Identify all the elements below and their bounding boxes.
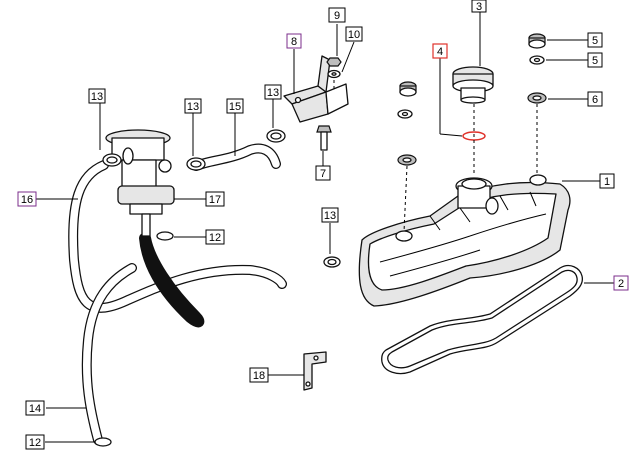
nut-10 bbox=[326, 57, 342, 67]
clamp-13-b bbox=[186, 157, 206, 171]
callout-10: 9 bbox=[328, 7, 346, 23]
clip-12-b bbox=[94, 437, 112, 447]
valve-cover-1 bbox=[358, 174, 571, 307]
hose-15 bbox=[191, 143, 281, 171]
callout-8: 8 bbox=[286, 33, 302, 49]
washer-11 bbox=[327, 69, 341, 79]
callout-3: 3 bbox=[471, 0, 487, 13]
callout-4: 4 bbox=[432, 43, 448, 59]
callout-17: 17 bbox=[205, 191, 225, 207]
clip-12-a bbox=[156, 231, 174, 241]
gasket-2 bbox=[381, 264, 584, 375]
svg-text:14: 14 bbox=[29, 403, 41, 415]
clamp-13-a bbox=[102, 153, 122, 167]
callout-18: 18 bbox=[249, 367, 269, 383]
oil-filler-cap-3 bbox=[452, 66, 494, 104]
washer-left bbox=[397, 109, 413, 119]
callout-13-a: 13 bbox=[88, 88, 106, 104]
svg-text:17: 17 bbox=[209, 194, 221, 206]
nut-7 bbox=[528, 33, 546, 49]
callout-6: 6 bbox=[587, 91, 603, 107]
callout-13-b: 13 bbox=[184, 98, 202, 114]
svg-text:5: 5 bbox=[592, 35, 598, 47]
breather-hose-16 bbox=[68, 160, 287, 313]
callout-15: 15 bbox=[226, 98, 244, 114]
callout-12-b: 12 bbox=[25, 434, 45, 450]
svg-text:5: 5 bbox=[592, 55, 598, 67]
callout-2: 2 bbox=[613, 275, 629, 291]
svg-text:13: 13 bbox=[324, 210, 336, 222]
callout-13-c: 13 bbox=[264, 84, 282, 100]
svg-text:2: 2 bbox=[618, 278, 624, 290]
leader-lines bbox=[36, 12, 614, 443]
callout-14: 14 bbox=[25, 400, 45, 416]
svg-text:13: 13 bbox=[187, 101, 199, 113]
nut-left-top bbox=[399, 81, 417, 97]
svg-text:6: 6 bbox=[592, 94, 598, 106]
oil-separator-17 bbox=[105, 129, 175, 237]
washer-5 bbox=[529, 55, 545, 65]
svg-text:13: 13 bbox=[91, 91, 103, 103]
svg-text:13: 13 bbox=[267, 87, 279, 99]
alignment-line-left bbox=[403, 165, 408, 233]
bolt-9 bbox=[316, 125, 332, 151]
bracket-18 bbox=[303, 351, 327, 391]
callout-16: 16 bbox=[17, 191, 37, 207]
svg-text:8: 8 bbox=[291, 36, 297, 48]
grommet-6 bbox=[527, 92, 547, 104]
grommet-left bbox=[397, 154, 417, 166]
breather-hose-14 bbox=[81, 233, 205, 445]
svg-text:15: 15 bbox=[229, 101, 241, 113]
clamp-13-c bbox=[266, 129, 286, 143]
svg-text:12: 12 bbox=[209, 232, 221, 244]
callout-1: 1 bbox=[599, 173, 615, 189]
svg-text:4: 4 bbox=[437, 46, 443, 58]
clamp-13-d bbox=[323, 256, 341, 268]
svg-text:9: 9 bbox=[334, 10, 340, 22]
callout-7: 5 bbox=[587, 32, 603, 48]
svg-text:7: 7 bbox=[320, 168, 326, 180]
callout-12-a: 12 bbox=[205, 229, 225, 245]
svg-text:1: 1 bbox=[604, 176, 610, 188]
svg-text:3: 3 bbox=[476, 1, 482, 13]
svg-text:12: 12 bbox=[29, 437, 41, 449]
svg-text:16: 16 bbox=[21, 194, 33, 206]
callout-13-d: 13 bbox=[321, 207, 339, 223]
callout-5: 5 bbox=[587, 52, 603, 68]
svg-text:18: 18 bbox=[253, 370, 265, 382]
bracket-8 bbox=[283, 55, 349, 123]
svg-text:10: 10 bbox=[348, 29, 360, 41]
callout-11: 10 bbox=[345, 26, 363, 42]
callout-9: 7 bbox=[315, 165, 331, 181]
